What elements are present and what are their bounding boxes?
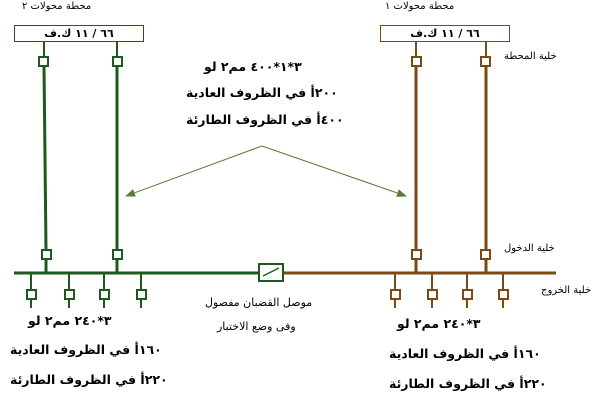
station2-feeders	[42, 42, 119, 272]
station1-voltage-box: ٦٦ / ١١ ك.ف	[380, 25, 510, 42]
station2-incoming-cell-a	[41, 249, 52, 260]
station2-cells	[38, 56, 123, 260]
bus-coupler-note-2: وفى وضع الاختبار	[217, 320, 296, 333]
station1-feeders	[414, 42, 488, 272]
station1-outgoing-normal: ١٦٠أ في الظروف العادية	[389, 346, 541, 361]
arrow-to-station1-cable	[261, 145, 407, 197]
station1-station-cell-a	[411, 56, 422, 67]
station1-voltage-label: ٦٦ / ١١ ك.ف	[410, 27, 480, 40]
incoming-cable-emergency: ٤٠٠أ في الظروف الطارئة	[186, 112, 344, 127]
station2-title: محطة محولات ٢	[22, 1, 92, 12]
station1-title: محطة محولات ١	[385, 1, 455, 12]
station1-incoming-cell-a	[411, 249, 422, 260]
station1-cells	[411, 56, 491, 260]
station1-station-cell-b	[480, 56, 491, 67]
station2-station-cell-a	[38, 56, 49, 67]
bus-coupler-switch	[258, 263, 284, 282]
outgoing-cell-label: خلية الخروج	[541, 285, 592, 296]
station-cell-label: خلية المحطة	[504, 51, 557, 62]
station2-incoming-cell-b	[112, 249, 123, 260]
station1-outgoing	[390, 273, 509, 308]
incoming-cable-spec: ٣*١*٤٠٠ مم٢ لو	[204, 59, 302, 74]
station2-station-cell-b	[112, 56, 123, 67]
station2-outgoing	[26, 273, 147, 308]
station1-outgoing-emergency: ٢٢٠أ في الظروف الطارئة	[389, 376, 547, 391]
station2-outgoing-normal: ١٦٠أ في الظروف العادية	[10, 342, 162, 357]
callout-arrows	[125, 145, 407, 197]
arrow-to-station2-cable	[125, 145, 263, 197]
station1-outgoing-spec: ٣*٢٤٠ مم٢ لو	[397, 316, 481, 331]
bus-coupler-note-1: موصل القضبان مفصول	[205, 296, 313, 309]
station1-incoming-cell-b	[480, 249, 491, 260]
station2-voltage-label: ٦٦ / ١١ ك.ف	[44, 27, 114, 40]
station2-outgoing-spec: ٣*٢٤٠ مم٢ لو	[28, 313, 112, 328]
incoming-cable-normal: ٢٠٠أ في الظروف العادية	[186, 85, 338, 100]
incoming-cell-label: خلية الدخول	[504, 243, 555, 254]
station2-voltage-box: ٦٦ / ١١ ك.ف	[14, 25, 144, 42]
station2-outgoing-emergency: ٢٢٠أ في الظروف الطارئة	[10, 372, 168, 387]
